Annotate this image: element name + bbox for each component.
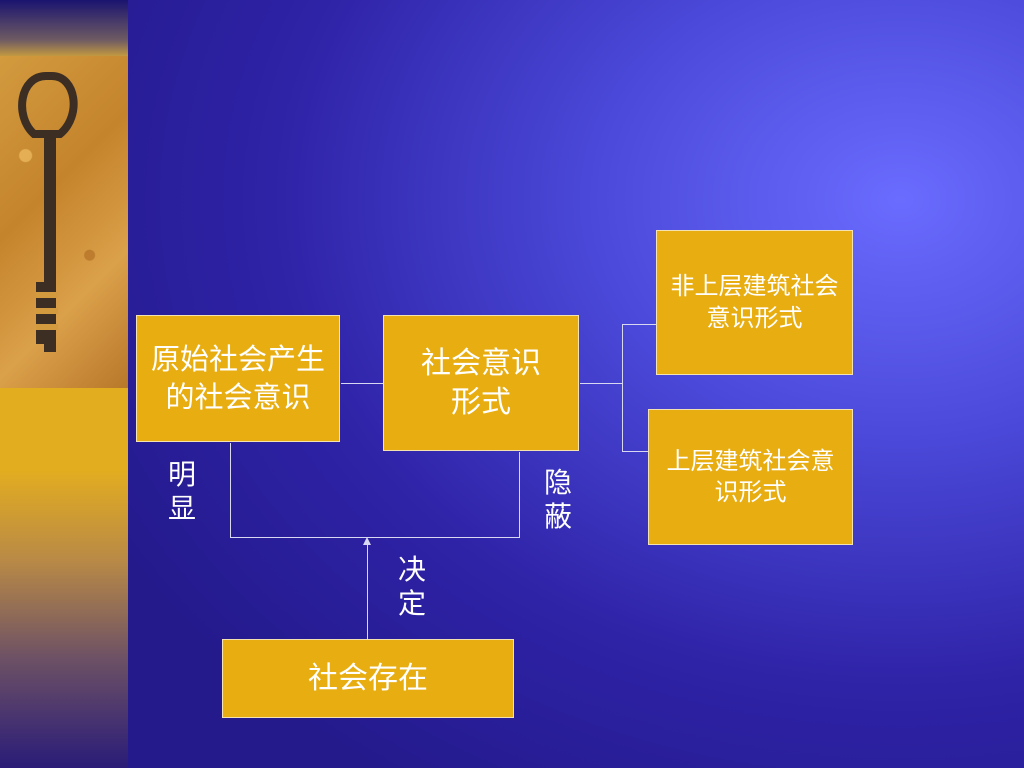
box-forms-label: 社会意识形式	[421, 346, 541, 420]
label-hidden: 隐蔽	[543, 466, 572, 533]
connector-decide-arrow	[367, 540, 368, 640]
connector-branch-vertical	[622, 324, 623, 452]
box-existence-label: 社会存在	[308, 661, 428, 696]
connector-branch-bottom	[622, 451, 648, 452]
connector-primitive-to-forms	[341, 383, 383, 384]
box-social-existence: 社会存在	[222, 639, 514, 718]
box-primitive-label: 原始社会产生的社会意识	[150, 341, 325, 414]
arrow-up-icon	[363, 537, 371, 545]
box-super-label: 上层建筑社会意识形式	[666, 446, 835, 506]
label-obvious: 明显	[167, 458, 196, 525]
box-consciousness-forms: 社会意识形式	[383, 315, 579, 451]
box-non-super-label: 非上层建筑社会意识形式	[670, 272, 839, 332]
key-photo	[0, 56, 128, 388]
connector-right-down	[519, 452, 520, 538]
box-non-superstructure: 非上层建筑社会意识形式	[656, 230, 853, 375]
key-icon	[18, 72, 78, 352]
label-decide: 决定	[397, 553, 426, 620]
connector-bottom-bar	[230, 537, 520, 538]
connector-forms-out	[580, 383, 622, 384]
connector-branch-top	[622, 324, 656, 325]
box-primitive-consciousness: 原始社会产生的社会意识	[136, 315, 340, 442]
box-superstructure: 上层建筑社会意识形式	[648, 409, 853, 545]
connector-left-down	[230, 443, 231, 538]
